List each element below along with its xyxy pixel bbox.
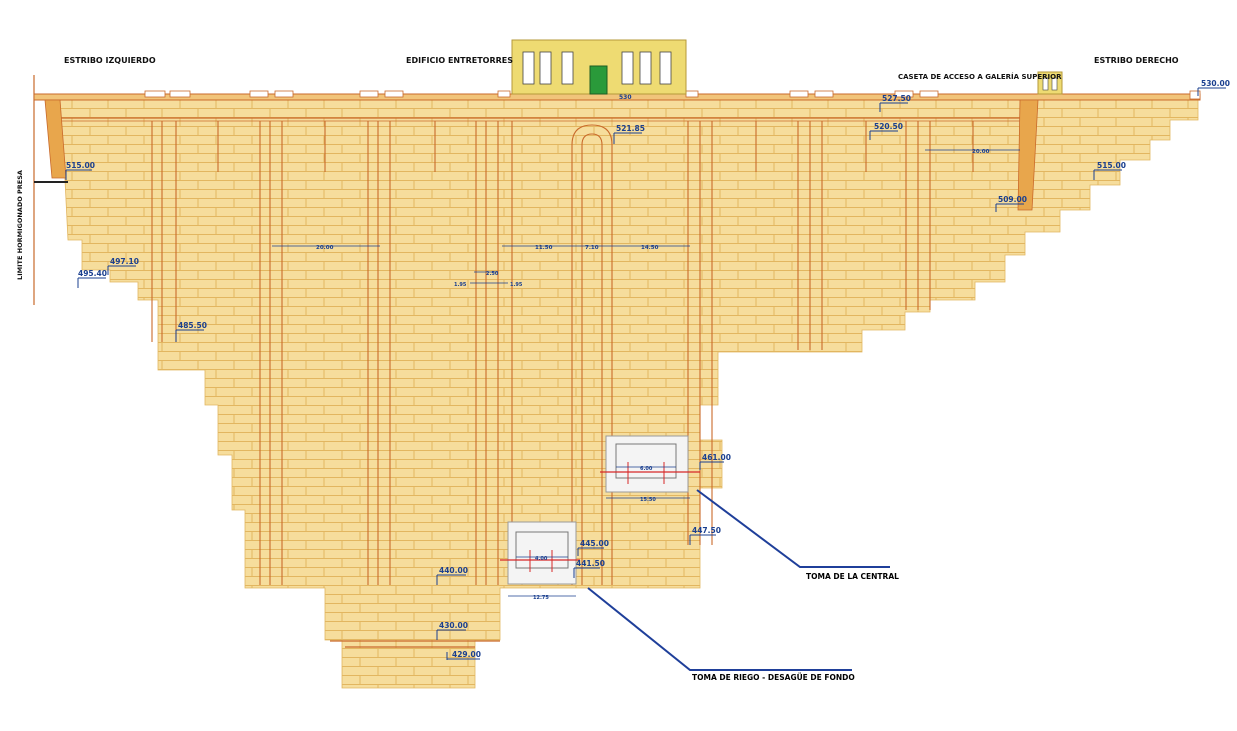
central-intake — [600, 435, 700, 493]
vertical-galleries — [151, 121, 974, 648]
entretorres-building — [511, 39, 1063, 95]
elev-intake-447: 447.50 — [692, 526, 721, 535]
elev-intake-461: 461.00 — [702, 453, 731, 462]
elev-crest-right: 530.00 — [1201, 79, 1230, 88]
dim-joint-c: 1.95 — [510, 282, 523, 288]
elev-right-520: 520.50 — [874, 122, 903, 131]
left-limit: LIMITE HORMIGONADO PRESA — [16, 75, 68, 305]
dim-joint-a: 2.50 — [486, 271, 499, 277]
elev-base-429: 429.00 — [452, 650, 481, 659]
dam-outline — [59, 99, 1199, 689]
elev-left-497: 497.10 — [110, 257, 139, 266]
dim-outlet-width: 12.75 — [533, 595, 549, 601]
dim-right-span: 20.00 — [972, 149, 990, 155]
dim-intake-inner: 6.00 — [640, 466, 653, 472]
dim-center-a: 11.50 — [535, 245, 553, 251]
dim-outlet-inner: 4.00 — [535, 556, 548, 562]
elev-crest-center: 530 — [619, 94, 632, 101]
right-abutment-label: ESTRIBO DERECHO — [1094, 56, 1179, 65]
side-limit-label: LIMITE HORMIGONADO PRESA — [16, 170, 24, 280]
dim-intake-width: 15.50 — [640, 497, 656, 503]
elev-left-495: 495.40 — [78, 269, 107, 278]
dim-center-b: 7.10 — [585, 245, 599, 251]
elev-outlet-445: 445.00 — [580, 539, 609, 548]
bottom-outlet-label: TOMA DE RIEGO - DESAGÜE DE FONDO — [692, 673, 855, 682]
left-abutment-label: ESTRIBO IZQUIERDO — [64, 56, 156, 65]
elev-left-485: 485.50 — [178, 321, 207, 330]
elev-right-515: 515.00 — [1097, 161, 1126, 170]
elev-right-527: 527.50 — [882, 94, 911, 103]
dim-center-c: 14.50 — [641, 245, 659, 251]
elev-left-515: 515.00 — [66, 161, 95, 170]
dim-left-span: 20.00 — [316, 245, 334, 251]
callout-lines — [587, 489, 890, 671]
elev-base-440: 440.00 — [439, 566, 468, 575]
elev-right-509: 509.00 — [998, 195, 1027, 204]
building-label: EDIFICIO ENTRETORRES — [406, 56, 513, 65]
elevation-markers — [65, 87, 1226, 660]
elev-base-430: 430.00 — [439, 621, 468, 630]
bottom-outlet — [500, 521, 580, 585]
elev-center-521: 521.85 — [616, 124, 645, 133]
access-hut-label: CASETA DE ACCESO A GALERÍA SUPERIOR — [898, 72, 1062, 81]
central-intake-label: TOMA DE LA CENTRAL — [806, 572, 899, 581]
dim-joint-b: 1.95 — [454, 282, 467, 288]
building-door — [589, 65, 608, 95]
elev-outlet-441: 441.50 — [576, 559, 605, 568]
dimension-lines — [272, 149, 1020, 597]
